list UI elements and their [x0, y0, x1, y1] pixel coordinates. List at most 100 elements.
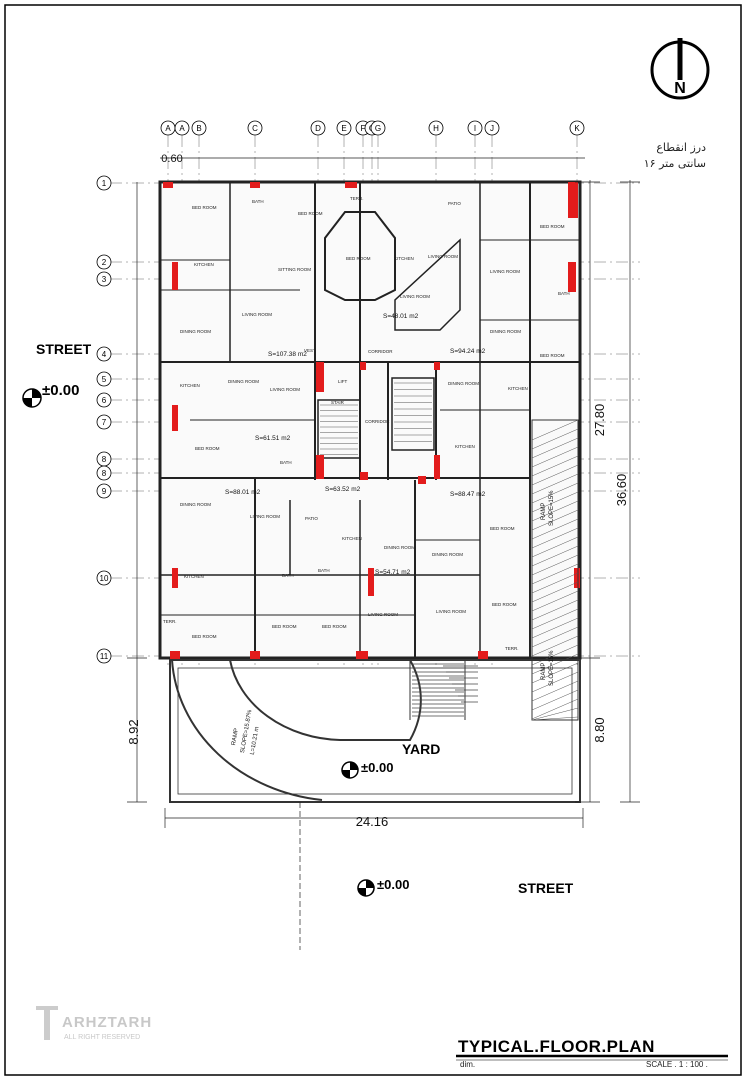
svg-text:BED ROOM: BED ROOM [346, 256, 371, 261]
ramp-label-right-upper: RAMP SLOPE=15% [541, 490, 555, 526]
column [574, 568, 580, 588]
column [316, 455, 324, 479]
column [360, 362, 366, 370]
grid-row-bubble: 3 [96, 271, 112, 287]
dimension-labels: 24.16 36.60 27.80 8.80 8.92 0.60 [126, 153, 629, 829]
area-label: S=61.51 m2 [255, 435, 291, 442]
grid-row-bubble: 8 [96, 465, 112, 481]
logo-icon [36, 1006, 58, 1040]
grid-row-bubble: 9 [96, 483, 112, 499]
column [170, 651, 180, 659]
column [368, 568, 374, 596]
north-arrow-icon: N [650, 38, 710, 100]
grid-column-bubble: K [569, 120, 585, 136]
persian-note-line1: درز انقطاع [656, 141, 706, 154]
area-label: S=54.71 m2 [375, 569, 411, 576]
persian-note-line2: ۱۶ سانتی متر [643, 157, 706, 170]
column [345, 182, 357, 188]
svg-text:J: J [490, 124, 494, 133]
column [163, 182, 173, 188]
svg-text:1: 1 [102, 179, 107, 188]
yard-area [169, 659, 581, 803]
svg-text:KITCHEN: KITCHEN [394, 256, 414, 261]
svg-text:DINING ROOM: DINING ROOM [490, 329, 521, 334]
column [568, 262, 576, 292]
svg-text:9: 9 [102, 487, 107, 496]
ramp-strip-right [531, 419, 579, 721]
grid-row-bubble: 10 [96, 570, 112, 586]
svg-text:7: 7 [102, 418, 107, 427]
area-label: S=88.01 m2 [225, 489, 261, 496]
svg-text:2: 2 [102, 258, 107, 267]
column [250, 651, 260, 659]
svg-text:LIVING ROOM: LIVING ROOM [400, 294, 430, 299]
svg-text:H: H [433, 124, 439, 133]
svg-text:BED ROOM: BED ROOM [540, 224, 565, 229]
svg-text:SLOPE=15%: SLOPE=15% [549, 490, 555, 526]
svg-text:BATH: BATH [558, 291, 570, 296]
company-logo: ARHZTARH ALL RIGHT RESERVED [32, 1000, 182, 1050]
svg-text:KITCHEN: KITCHEN [194, 262, 214, 267]
svg-text:BED ROOM: BED ROOM [272, 624, 297, 629]
grid-column-bubble: H [428, 120, 444, 136]
svg-text:SLOPE=15%: SLOPE=15% [549, 650, 555, 686]
svg-text:DINING ROOM: DINING ROOM [448, 381, 479, 386]
svg-text:G: G [375, 124, 381, 133]
grid-column-bubble: I [467, 120, 483, 136]
dim-yard-right: 8.80 [592, 717, 607, 742]
svg-text:DINING ROOM: DINING ROOM [228, 379, 259, 384]
column [434, 362, 440, 370]
column [418, 476, 426, 484]
yard-steps [412, 659, 478, 717]
svg-text:VEST: VEST [304, 348, 316, 353]
svg-text:3: 3 [102, 275, 107, 284]
svg-text:BED ROOM: BED ROOM [192, 634, 217, 639]
column [250, 182, 260, 188]
area-label: S=94.24 m2 [450, 348, 486, 355]
svg-text:BED ROOM: BED ROOM [492, 602, 517, 607]
area-label: S=88.47 m2 [450, 491, 486, 498]
dim-top-offset: 0.60 [161, 153, 182, 165]
ramp-label-right-lower: RAMP SLOPE=15% [541, 650, 555, 686]
svg-text:BED ROOM: BED ROOM [490, 526, 515, 531]
svg-text:B: B [196, 124, 201, 133]
column [172, 262, 178, 290]
svg-text:BED ROOM: BED ROOM [298, 211, 323, 216]
svg-text:CORRIDOR: CORRIDOR [368, 349, 393, 354]
svg-text:K: K [574, 124, 580, 133]
svg-text:BATH: BATH [280, 460, 292, 465]
svg-text:BATH: BATH [252, 199, 264, 204]
svg-text:TERR.: TERR. [350, 196, 364, 201]
grid-column-bubble: D [310, 120, 326, 136]
drawing-title: TYPICAL.FLOOR.PLAN [458, 1037, 655, 1056]
svg-text:LIFT: LIFT [338, 379, 348, 384]
dim-label: dim. [460, 1060, 476, 1069]
svg-text:6: 6 [102, 396, 107, 405]
svg-text:I: I [474, 124, 476, 133]
grid-row-bubble: 8 [96, 451, 112, 467]
grid-row-bubble: 11 [96, 648, 112, 664]
svg-text:TERR.: TERR. [163, 619, 177, 624]
scale-label: SCALE . 1 : 100 . [646, 1060, 708, 1069]
svg-text:KITCHEN: KITCHEN [184, 574, 204, 579]
column [356, 651, 368, 659]
svg-text:A: A [165, 124, 171, 133]
svg-text:5: 5 [102, 375, 107, 384]
logo-subtext: ALL RIGHT RESERVED [64, 1034, 141, 1041]
stair-treads [320, 382, 432, 455]
svg-text:SITTING ROOM: SITTING ROOM [278, 267, 311, 272]
column [172, 568, 178, 588]
svg-text:LIVING ROOM: LIVING ROOM [270, 387, 300, 392]
yard-label: YARD [402, 741, 440, 757]
area-label: S=48.01 m2 [383, 313, 419, 320]
column [478, 651, 488, 659]
svg-text:BED ROOM: BED ROOM [540, 353, 565, 358]
svg-text:C: C [252, 124, 258, 133]
svg-text:N: N [674, 80, 686, 97]
column [316, 362, 324, 392]
grid-row-bubble: 2 [96, 254, 112, 270]
grid-column-bubble: G [370, 120, 386, 136]
svg-text:BATH: BATH [318, 568, 330, 573]
svg-text:8: 8 [102, 469, 107, 478]
